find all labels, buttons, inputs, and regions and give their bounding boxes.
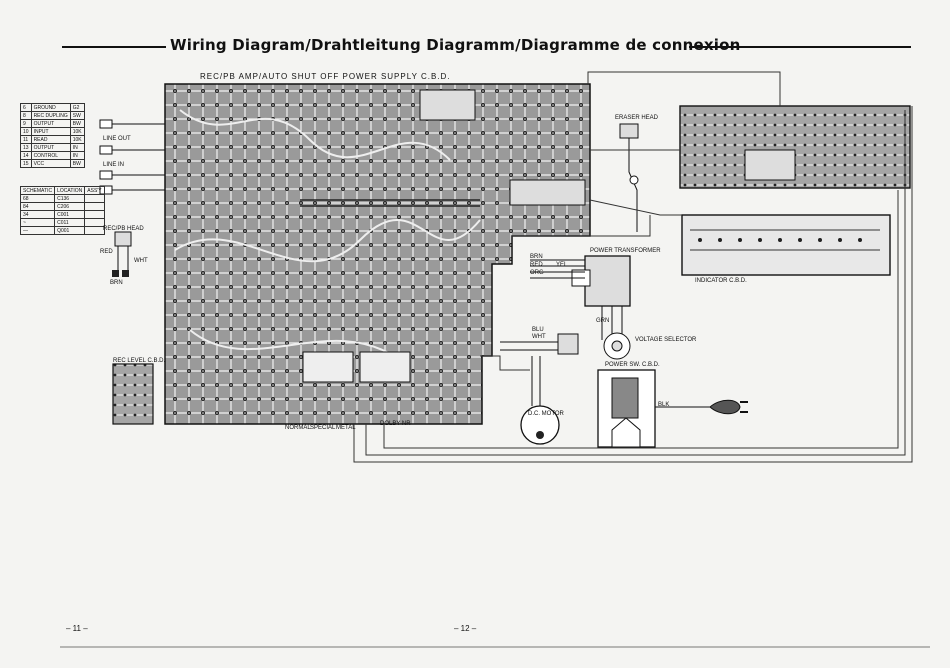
voltage-selector-label: VOLTAGE SELECTOR (635, 337, 697, 343)
connector (500, 333, 579, 355)
legend-cell: 10K (69, 127, 85, 136)
wire-color-red: RED (530, 262, 543, 268)
wire-color-org: ORG (530, 270, 544, 276)
voltage-selector (603, 332, 631, 360)
legend-cell: — (19, 226, 56, 235)
legend-cell: 68 (19, 194, 56, 203)
head-wht-label: WHT (134, 258, 148, 264)
legend-cell: 14 (20, 151, 32, 160)
legend-cell: CONTROL (30, 151, 71, 160)
page-number-right: – 12 – (454, 624, 477, 633)
legend-cell: GROUND (30, 103, 71, 112)
legend-cell: C136 (54, 194, 86, 203)
wire-color-brn: BRN (530, 254, 543, 260)
power-transformer (530, 255, 631, 340)
legend-cell: BW (69, 119, 85, 128)
rec-level-board (112, 363, 154, 425)
legend-cell: 9 (20, 119, 32, 128)
line-out-label: LINE OUT (103, 136, 131, 142)
legend-cell: Q001 (54, 226, 86, 235)
legend-cell: 84 (19, 202, 56, 211)
eraser-head-label: ERASER HEAD (615, 115, 659, 121)
legend-cell: SW (69, 111, 85, 120)
power-transformer-label: POWER TRANSFORMER (590, 248, 661, 254)
title-rule-right (689, 46, 911, 48)
wire-color-grn: GRN (596, 318, 610, 324)
switch-label-normal: NORMAL (285, 425, 311, 431)
legend-header: LOCATION (54, 186, 86, 195)
legend-cell: INPUT (30, 127, 71, 136)
legend-row: ~C011 (19, 218, 105, 227)
legend-cell: IN (69, 151, 85, 160)
legend-cell: REC DUPLING (30, 111, 71, 120)
legend-cell: 10 (20, 127, 32, 136)
legend-cell: 11 (20, 135, 32, 144)
legend-cell: 8 (20, 111, 32, 120)
rec-level-label: REC LEVEL C.B.D. (113, 358, 166, 364)
legend-cell: VCC (30, 159, 71, 168)
page-title: Wiring Diagram/Drahtleitung Diagramm/Dia… (170, 36, 741, 54)
dc-motor-label: D.C. MOTOR (528, 411, 564, 417)
upper-right-board (679, 105, 911, 189)
switch-label-metal: METAL (336, 425, 356, 431)
rec-pb-head (112, 231, 132, 277)
title-rule-left (62, 46, 166, 48)
legend-cell: ~ (19, 218, 56, 227)
wire-color-yel: YEL (556, 262, 568, 268)
wire-color-blu: BLU (532, 327, 544, 333)
legend-cell: OUTPUT (30, 119, 71, 128)
line-jacks (99, 119, 165, 195)
legend-cell: 6 (20, 103, 32, 112)
legend-cell: OUTPUT (30, 143, 71, 152)
switch-label-dolby: DOLBY NR (380, 421, 411, 427)
wire-color-blk: BLK (658, 402, 670, 408)
legend-cell: 13 (20, 143, 32, 152)
main-pcb (164, 83, 591, 425)
head-red-label: RED (100, 249, 113, 255)
legend-cell: 34 (19, 210, 56, 219)
rec-pb-head-label: REC/PB HEAD (103, 226, 144, 232)
dc-motor (520, 356, 560, 445)
indicator-board (681, 214, 891, 276)
switch-label-special: SPECIAL (310, 425, 336, 431)
legend-cell: C011 (54, 218, 86, 227)
indicator-label: INDICATOR C.B.D. (695, 278, 747, 284)
legend-cell: 15 (20, 159, 32, 168)
legend-cell: G2 (69, 103, 85, 112)
page-number-left: – 11 – (66, 624, 88, 633)
legend-header-row: SCHEMATIC LOCATION ASS'Y (19, 186, 105, 195)
legend-cell: BW (69, 159, 85, 168)
main-board-label: REC/PB AMP/AUTO SHUT OFF POWER SUPPLY C.… (200, 72, 451, 81)
legend-cell: READ (30, 135, 71, 144)
line-in-label: LINE IN (103, 162, 125, 168)
legend-cell: C206 (54, 202, 86, 211)
legend-cell: IN (69, 143, 85, 152)
eraser-head (619, 123, 639, 232)
legend-cell: C001 (54, 210, 86, 219)
ac-plug (709, 399, 748, 415)
power-sw-label: POWER SW. C.B.D. (605, 362, 660, 368)
wire-color-wht: WHT (532, 334, 546, 340)
legend-row: —Q001 (19, 226, 105, 235)
power-switch-board (597, 369, 710, 448)
head-brn-label: BRN (110, 280, 123, 286)
legend-header: ASS'Y (84, 186, 105, 195)
legend-header: SCHEMATIC (19, 186, 56, 195)
legend-cell: 10K (69, 135, 85, 144)
